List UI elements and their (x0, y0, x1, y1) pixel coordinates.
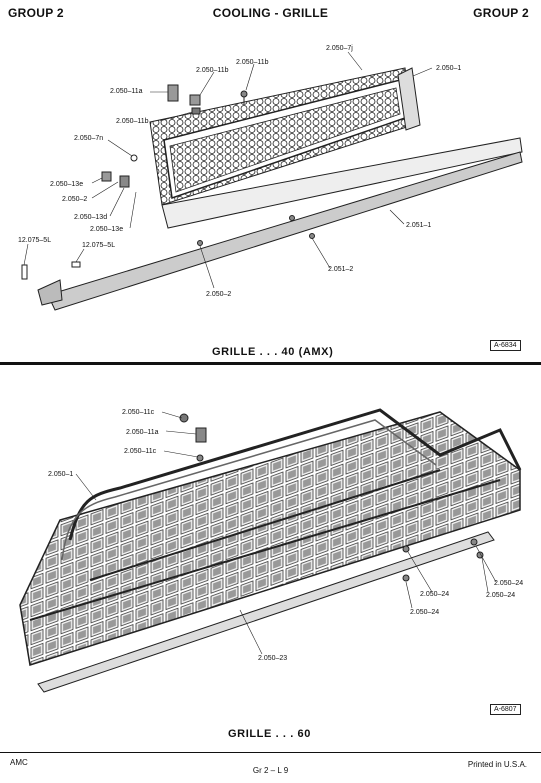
callout-2050-24: 2.050–24 (494, 580, 523, 587)
callout-2050-23: 2.050–23 (258, 655, 287, 662)
grille-40-amx-diagram: 2.050–7j 2.050–1 2.050–11b 2.050–11b 2.0… (18, 45, 523, 311)
callout-2050-11b: 2.050–11b (196, 67, 229, 74)
callout-2051-2: 2.051–2 (328, 266, 353, 273)
plate-number: A-6834 (490, 340, 521, 351)
grille-egg-crate-panel (19, 408, 522, 666)
callout-labels: 2.050–11c 2.050–11a 2.050–11c 2.050–1 2.… (48, 409, 523, 662)
callout-labels: 2.050–7j 2.050–1 2.050–11b 2.050–11b 2.0… (18, 45, 461, 298)
fastener-parts (21, 84, 315, 280)
callout-2050-2: 2.050–2 (206, 291, 231, 298)
callout-2050-2: 2.050–2 (62, 196, 87, 203)
footer-rule (0, 752, 541, 753)
callout-2050-11b: 2.050–11b (236, 59, 269, 66)
footer-brand: AMC (10, 758, 28, 767)
callout-2050-24: 2.050–24 (420, 591, 449, 598)
callout-12075-5l: 12.075–5L (82, 242, 115, 249)
footer-printed: Printed in U.S.A. (467, 760, 527, 769)
callout-2050-11c: 2.050–11c (122, 409, 155, 416)
lower-molding (37, 137, 523, 311)
header-group-right: GROUP 2 (473, 6, 529, 20)
callout-leaders (23, 51, 433, 289)
callout-2050-11b: 2.050–11b (116, 118, 149, 125)
callout-2050-7j: 2.050–7j (326, 45, 353, 52)
callout-2050-13d: 2.050–13d (74, 214, 107, 221)
callout-2050-24: 2.050–24 (486, 592, 515, 599)
callout-2050-11c: 2.050–11c (124, 448, 157, 455)
grille-mesh-panel (149, 67, 421, 206)
callout-2050-13e: 2.050–13e (50, 181, 83, 188)
callout-2050-13e: 2.050–13e (90, 226, 123, 233)
callout-12075-5l: 12.075–5L (18, 237, 51, 244)
lower-filler-strip (37, 531, 495, 693)
footer-page-ref: Gr 2 – L 9 (252, 766, 289, 775)
callout-2050-7n: 2.050–7n (74, 135, 103, 142)
figure-caption: GRILLE . . . 40 (AMX) (212, 346, 334, 358)
callout-leaders (75, 411, 497, 655)
section-divider (0, 362, 541, 365)
callout-2051-1: 2.051–1 (406, 222, 431, 229)
callout-2050-11a: 2.050–11a (126, 429, 159, 436)
plate-number: A-6807 (490, 704, 521, 715)
page-title: COOLING - GRILLE (212, 6, 329, 20)
callout-2050-1: 2.050–1 (48, 471, 73, 478)
callout-2050-11a: 2.050–11a (110, 88, 143, 95)
fastener-parts (179, 413, 484, 582)
callout-2050-1: 2.050–1 (436, 65, 461, 72)
figure-caption: GRILLE . . . 60 (228, 728, 311, 740)
callout-2050-24: 2.050–24 (410, 609, 439, 616)
header-group-left: GROUP 2 (8, 6, 64, 20)
